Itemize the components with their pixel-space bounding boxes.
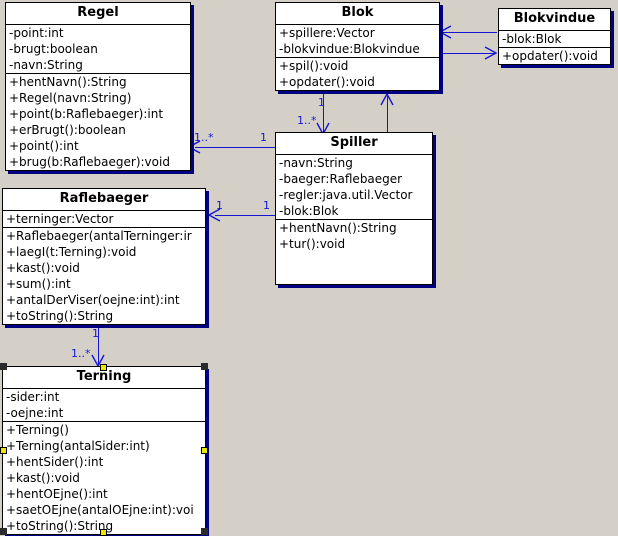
method-row: +sum():int [6,277,71,291]
method-row: +hentOEjne():int [6,487,108,501]
class-attributes-raflebaeger: +terninger:Vector [3,211,205,228]
class-methods-raflebaeger: +Raflebaeger(antalTerninger:ir +laegI(t:… [3,228,205,324]
attribute-row: -regler:java.util.Vector [279,188,413,202]
class-box-spiller[interactable]: Spiller -navn:String -baeger:Raflebaeger… [275,132,433,285]
class-methods-blok: +spil():void +opdater():void [276,58,439,90]
method-row: +Terning() [6,423,69,437]
multiplicity-raflebaeger-terning-source: 1 [92,327,99,340]
method-row: +opdater():void [502,49,598,63]
class-title-regel: Regel [6,3,190,25]
multiplicity-spiller-regel-target: 1..* [194,131,214,144]
multiplicity-spiller-raflebaeger-source: 1 [263,199,270,212]
method-row: +point():int [9,139,79,153]
multiplicity-spiller-regel-source: 1 [260,131,267,144]
method-row: +kast():void [6,261,80,275]
method-row: +laegI(t:Terning):void [6,245,137,259]
selection-handle-top-center[interactable] [100,364,107,371]
class-attributes-terning: -sider:int -oejne:int [3,389,205,422]
multiplicity-raflebaeger-terning-target: 1..* [71,347,91,360]
selection-handle-top-left[interactable] [0,363,7,370]
class-title-blok: Blok [276,3,439,25]
selection-handle-bottom-center[interactable] [100,529,107,536]
connector-spiller-to-regel [195,147,275,148]
connector-blok-to-spiller [323,93,324,133]
class-title-blokvindue: Blokvindue [499,9,610,31]
method-row: +toString():String [6,309,114,323]
connector-raflebaeger-to-terning [98,324,99,366]
multiplicity-blok-spiller-target: 1..* [297,114,317,127]
connector-blok-to-blokvindue [441,53,495,54]
multiplicity-blok-spiller-source: 1 [318,96,325,109]
method-row [276,252,432,268]
class-title-terning: Terning [3,367,205,389]
method-row: +Raflebaeger(antalTerninger:ir [6,229,192,243]
attribute-row: -blok:Blok [502,32,562,46]
selection-handle-bottom-right[interactable] [201,528,208,535]
method-row [276,268,432,284]
class-box-blok[interactable]: Blok +spillere:Vector -blokvindue:Blokvi… [275,2,440,91]
class-attributes-blokvindue: -blok:Blok [499,31,610,48]
class-attributes-blok: +spillere:Vector -blokvindue:Blokvindue [276,25,439,58]
class-title-raflebaeger: Raflebaeger [3,189,205,211]
class-title-spiller: Spiller [276,133,432,155]
method-row: +Terning(antalSider:int) [6,439,150,453]
class-box-raflebaeger[interactable]: Raflebaeger +terninger:Vector +Raflebaeg… [2,188,206,325]
method-row: +antalDerViser(oejne:int):int [6,293,180,307]
attribute-row: -navn:String [279,156,353,170]
attribute-row: -oejne:int [6,406,64,420]
arrow-head-blok-to-blokvindue [484,46,498,60]
class-box-terning[interactable]: Terning -sider:int -oejne:int +Terning()… [2,366,206,535]
method-row: +Regel(navn:String) [9,91,132,105]
attribute-row: -blok:Blok [279,204,339,218]
attribute-row: +terninger:Vector [6,212,114,226]
arrow-head-spiller-to-blok [380,92,394,106]
arrow-head-blokvindue-to-blok [438,25,452,39]
method-row: +toString():String [6,519,114,533]
class-methods-spiller: +hentNavn():String +tur():void [276,220,432,284]
method-row: +hentNavn():String [279,221,397,235]
attribute-row: -point:int [9,26,64,40]
class-methods-regel: +hentNavn():String +Regel(navn:String) +… [6,74,190,170]
connector-spiller-to-raflebaeger [215,215,276,216]
class-box-blokvindue[interactable]: Blokvindue -blok:Blok +opdater():void [498,8,611,65]
selection-handle-middle-right[interactable] [201,447,208,454]
attribute-row: -brugt:boolean [9,42,98,56]
selection-handle-bottom-left[interactable] [0,528,7,535]
attribute-row: -navn:String [9,58,83,72]
method-row: +erBrugt():boolean [9,123,126,137]
method-row: +hentNavn():String [9,75,127,89]
connector-spiller-to-blok [387,96,388,134]
class-methods-blokvindue: +opdater():void [499,48,610,64]
class-attributes-spiller: -navn:String -baeger:Raflebaeger -regler… [276,155,432,220]
class-attributes-regel: -point:int -brugt:boolean -navn:String [6,25,190,74]
attribute-row: +spillere:Vector [279,26,375,40]
method-row: +saetOEjne(antalOEjne:int):voi [6,503,194,517]
attribute-row: -baeger:Raflebaeger [279,172,403,186]
class-methods-terning: +Terning() +Terning(antalSider:int) +hen… [3,422,205,534]
arrow-head-spiller-to-raflebaeger [207,208,221,222]
class-box-regel[interactable]: Regel -point:int -brugt:boolean -navn:St… [5,2,191,171]
selection-handle-top-right[interactable] [201,363,208,370]
connector-blokvindue-to-blok [443,32,497,33]
attribute-row: -blokvindue:Blokvindue [279,42,420,56]
method-row: +kast():void [6,471,80,485]
selection-handle-middle-left[interactable] [0,447,7,454]
method-row: +point(b:Raflebaeger):int [9,107,164,121]
method-row: +hentSider():int [6,455,104,469]
attribute-row: -sider:int [6,390,60,404]
method-row: +opdater():void [279,75,375,89]
multiplicity-spiller-raflebaeger-target: 1 [216,199,223,212]
method-row: +spil():void [279,59,349,73]
method-row: +tur():void [279,237,346,251]
method-row: +brug(b:Raflebaeger):void [9,155,170,169]
